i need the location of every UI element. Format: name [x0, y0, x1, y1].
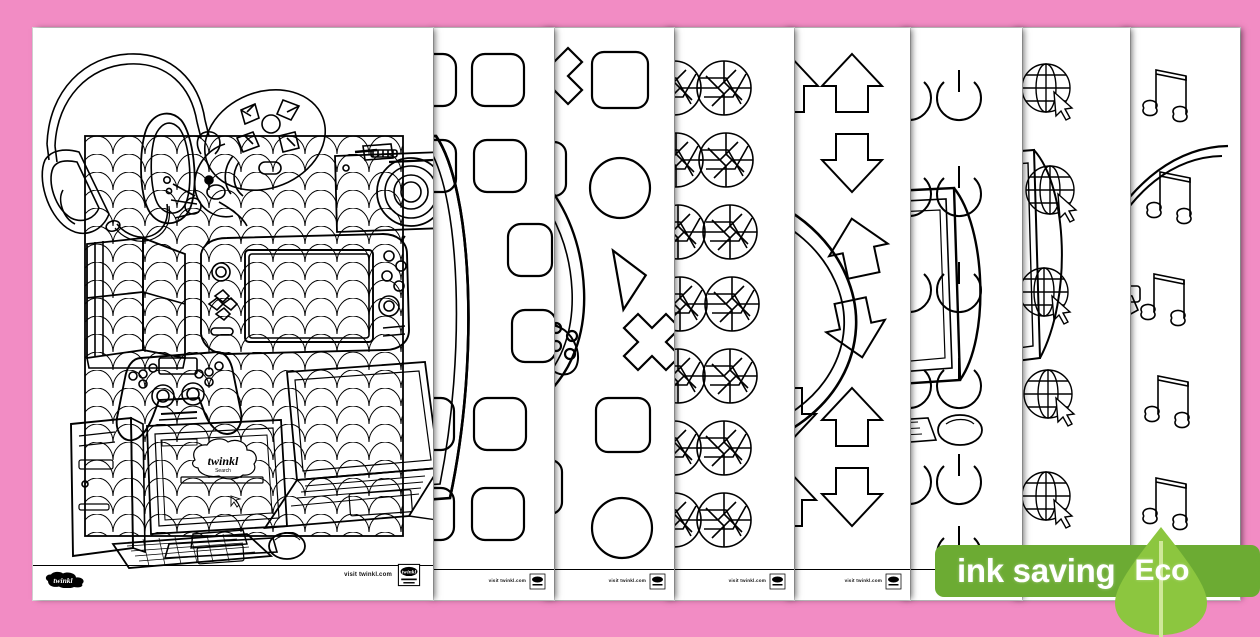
svg-text:twinkl: twinkl [208, 454, 239, 468]
footer-credit-2: visit twinkl.com [489, 573, 546, 590]
footer-credit-4: visit twinkl.com [729, 573, 786, 590]
svg-text:twinkl: twinkl [53, 576, 73, 585]
footer-url-3: visit twinkl.com [608, 578, 646, 584]
sheet-thumbnail-2[interactable]: visit twinkl.com [428, 28, 554, 600]
sheet-thumbnail-3[interactable]: visit twinkl.com [540, 28, 674, 600]
sheet-thumbnail-4[interactable]: visit twinkl.com [662, 28, 794, 600]
footer-url-2: visit twinkl.com [488, 578, 526, 584]
sheet-artwork-4 [662, 28, 794, 600]
twinkl-badge-icon [885, 573, 902, 590]
sheet-artwork-1: twinkl Search [33, 28, 433, 600]
footer-credit-3: visit twinkl.com [609, 573, 666, 590]
footer-rule-1 [33, 565, 433, 566]
sheet-artwork-6 [898, 28, 1022, 600]
footer-rule-3 [540, 569, 674, 570]
footer-credit-1: visit twinkl.com twinkl [344, 563, 421, 587]
eco-badge-bar [935, 545, 1260, 597]
sheet-thumbnail-1[interactable]: twinkl Search [33, 28, 433, 600]
svg-text:Search: Search [215, 468, 231, 474]
sheet-artwork-8 [1118, 28, 1240, 600]
sheet-artwork-5 [782, 28, 910, 600]
sheet-thumbnail-6[interactable]: visit twinkl.com [898, 28, 1022, 600]
footer-url-4: visit twinkl.com [728, 578, 766, 584]
footer-rule-2 [428, 569, 554, 570]
sheet-thumbnail-8[interactable]: visit twinkl.com [1118, 28, 1240, 600]
ink-saving-eco-badge: ink saving Eco [935, 527, 1260, 637]
svg-text:twinkl: twinkl [402, 570, 417, 576]
sheet-artwork-7 [1010, 28, 1130, 600]
twinkl-badge-icon [769, 573, 786, 590]
eco-badge-text: ink saving [957, 552, 1116, 589]
sheet-artwork-2 [428, 28, 554, 600]
sheet-thumbnail-7[interactable]: visit twinkl.com [1010, 28, 1130, 600]
footer-credit-5: visit twinkl.com [845, 573, 902, 590]
footer-brand-logo: twinkl [43, 571, 89, 588]
footer-rule-4 [662, 569, 794, 570]
footer-rule-5 [782, 569, 910, 570]
twinkl-badge-icon [529, 573, 546, 590]
twinkl-badge-icon [649, 573, 666, 590]
sheet-thumbnail-5[interactable]: visit twinkl.com [782, 28, 910, 600]
eco-badge-leaf-text: Eco [1134, 554, 1190, 587]
sheet-artwork-3 [540, 28, 674, 600]
footer-url-1: visit twinkl.com [344, 572, 392, 578]
footer-url-5: visit twinkl.com [844, 578, 882, 584]
twinkl-badge-icon: twinkl [397, 563, 421, 587]
leaf-icon [1115, 527, 1207, 637]
